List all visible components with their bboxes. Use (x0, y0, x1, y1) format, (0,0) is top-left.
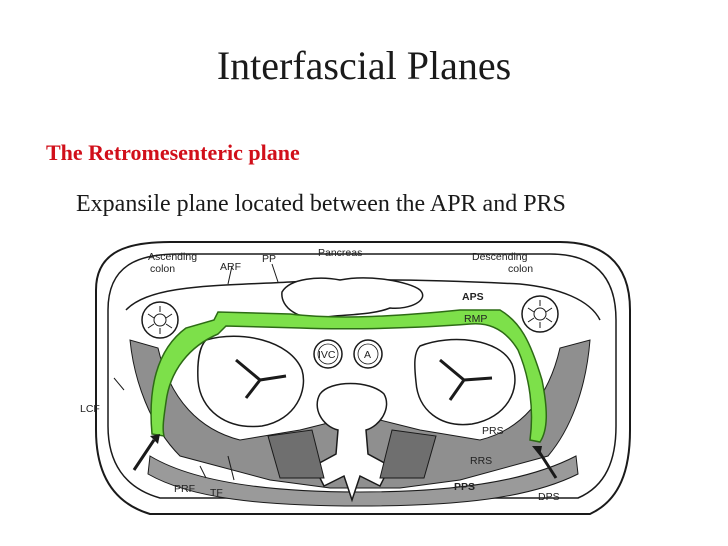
label-dps: DPS (538, 491, 560, 503)
right-kidney (197, 335, 305, 428)
label-aps: APS (462, 291, 484, 303)
label-pps: PPS (454, 481, 475, 493)
label-arf: ARF (220, 261, 241, 273)
label-descending-colon-line1: Descending (472, 251, 528, 263)
outer-body-wall (95, 241, 631, 515)
vertebra (313, 382, 391, 503)
slide-subheading: The Retromesenteric plane (46, 140, 300, 165)
left-kidney (414, 338, 516, 426)
descending-colon (521, 295, 559, 333)
label-descending-colon-line2: colon (508, 263, 533, 275)
label-a: A (364, 349, 371, 361)
label-pancreas: Pancreas (318, 247, 362, 259)
label-rmp: RMP (464, 313, 487, 325)
slide-body-text: Expansile plane located between the APR … (76, 191, 566, 217)
posterior-fat-region (129, 339, 591, 489)
pancreas (281, 277, 424, 319)
label-rrs: RRS (470, 455, 492, 467)
label-ivc: IVC (318, 349, 336, 361)
label-prf: PRF (174, 483, 195, 495)
label-prs: PRS (482, 425, 504, 437)
retromesenteric-plane-highlight (150, 309, 548, 443)
slide-title: Interfascial Planes (216, 43, 512, 88)
label-ascending-colon-line2: colon (150, 263, 175, 275)
ascending-colon (141, 301, 179, 339)
retroperitoneum-cross-section-diagram: Ascending colon ARF PP Pancreas Descendi… (80, 230, 631, 515)
label-ascending-colon-line1: Ascending (148, 251, 197, 263)
label-pp: PP (262, 253, 276, 265)
label-lcf: LCF (80, 403, 100, 415)
label-tf: TF (210, 487, 223, 499)
